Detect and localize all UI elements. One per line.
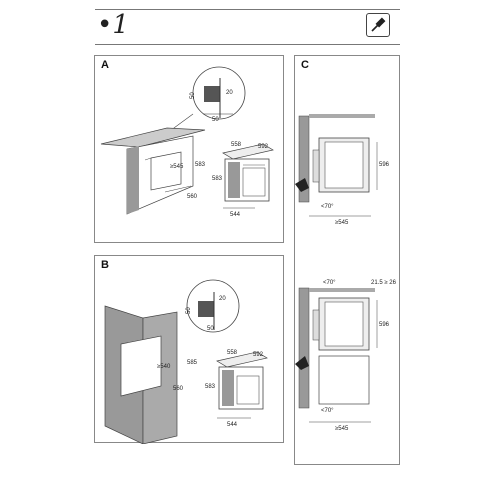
dim-min-545-bottom: ≥545 — [335, 426, 349, 432]
dim-50-horizontal: 50 — [212, 117, 219, 123]
dim-21-5: 21.5 ≥ 26 — [371, 280, 397, 286]
dim-583-oven: 583 — [212, 176, 223, 182]
dim-544: 544 — [227, 422, 238, 428]
panel-label-b: B — [101, 259, 109, 271]
dim-20: 20 — [226, 90, 233, 96]
step-number: •1 — [97, 10, 129, 40]
dim-558: 558 — [231, 142, 242, 148]
dim-50-vertical: 50 — [186, 307, 192, 314]
airflow-arrow-icon — [295, 356, 309, 370]
dim-50-vertical: 50 — [190, 92, 196, 99]
dim-min-545-top: ≥545 — [335, 220, 349, 226]
dim-20: 20 — [219, 296, 226, 302]
dim-50-horizontal: 50 — [207, 326, 214, 332]
screwdriver-icon — [366, 13, 390, 37]
dim-583-niche: 583 — [195, 162, 206, 168]
dim-544: 544 — [230, 212, 241, 218]
header-rule — [95, 44, 400, 45]
panel-label-a: A — [101, 59, 109, 71]
dim-558: 558 — [227, 350, 238, 356]
panel-a: A 20 50 50 ≥545 583 560 — [94, 55, 284, 243]
panel-label-c: C — [301, 59, 309, 71]
dim-560: 560 — [173, 386, 184, 392]
airflow-arrow-icon — [295, 178, 309, 192]
dim-592: 592 — [253, 352, 264, 358]
dim-min-545: ≥545 — [170, 164, 184, 170]
dim-596-top: 596 — [379, 162, 390, 168]
panel-b: B 20 50 50 ≥540 585 560 558 592 583 544 — [94, 255, 284, 444]
panel-c: C 596 <70° ≥545 <70° 21.5 ≥ 26 596 — [294, 55, 400, 465]
dim-596-bottom: 596 — [379, 322, 390, 328]
ventilation-side-view-diagram: 596 <70° ≥545 <70° 21.5 ≥ 26 596 <70° ≥5… — [295, 114, 397, 432]
dim-min-540: ≥540 — [157, 364, 171, 370]
dim-angle-70-upper: <70° — [323, 280, 336, 286]
dim-585: 585 — [187, 360, 198, 366]
dim-583: 583 — [205, 384, 216, 390]
column-cabinet-diagram: 20 50 50 ≥540 585 560 558 592 583 544 — [104, 279, 268, 444]
dim-592: 592 — [258, 144, 269, 150]
dim-angle-70-bottom: <70° — [321, 408, 334, 414]
top-rule — [95, 9, 400, 10]
dim-560: 560 — [187, 194, 198, 200]
dim-angle-70-top: <70° — [321, 204, 334, 210]
cabinet-under-counter-diagram: 20 50 50 ≥545 583 560 558 592 583 544 — [100, 66, 274, 218]
